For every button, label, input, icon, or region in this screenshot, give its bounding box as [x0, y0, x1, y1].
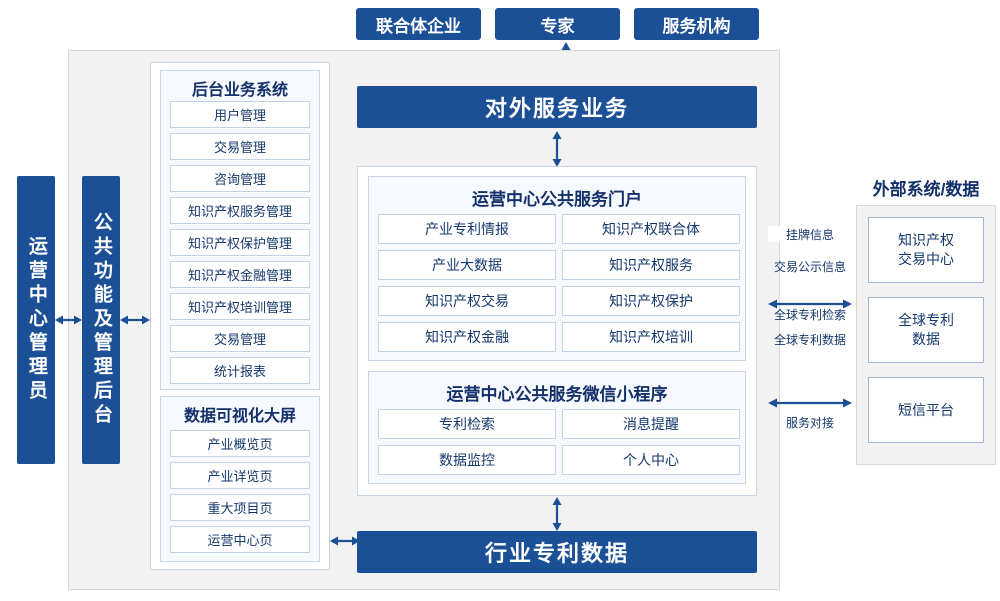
backend-item[interactable]: 用户管理 [170, 101, 310, 128]
top-entity-label: 联合体企业 [376, 16, 461, 36]
vertical-bar-label: 公共功能及管理后台 [90, 212, 112, 428]
backend-business-system-title: 后台业务系统 [191, 82, 288, 99]
backend-item[interactable]: 统计报表 [170, 357, 310, 384]
vertical-bar-label: 运营中心管理员 [25, 236, 47, 404]
backend-item[interactable]: 知识产权服务管理 [170, 197, 310, 224]
external-link-label: 全球专利数据 [773, 332, 846, 347]
top-entity-label: 服务机构 [662, 16, 731, 36]
data-visualization-title: 数据可视化大屏 [183, 408, 296, 425]
portal-item[interactable]: 产业专利情报 [378, 214, 556, 244]
external-link-label: 服务对接 [785, 415, 834, 430]
portal-item[interactable]: 知识产权联合体 [562, 214, 740, 244]
portal-item[interactable]: 知识产权交易 [378, 286, 556, 316]
visualization-item[interactable]: 重大项目页 [170, 494, 310, 521]
backend-item[interactable]: 咨询管理 [170, 165, 310, 192]
portal-item[interactable]: 知识产权服务 [562, 250, 740, 280]
external-link-arrow-icon-3 [768, 398, 852, 408]
backend-item[interactable]: 知识产权保护管理 [170, 229, 310, 256]
external-link-arrow-icon-2 [768, 299, 852, 309]
common-to-backend-arrow-icon [120, 315, 150, 325]
backend-item[interactable]: 知识产权培训管理 [170, 293, 310, 320]
visualization-to-industry-data-arrow-icon [330, 536, 360, 546]
portal-item[interactable]: 知识产权金融 [378, 322, 556, 352]
backend-item[interactable]: 交易管理 [170, 133, 310, 160]
miniprogram-item[interactable]: 专利检索 [378, 409, 556, 439]
portal-item[interactable]: 知识产权培训 [562, 322, 740, 352]
wechat-miniprogram-title: 运营中心公共服务微信小程序 [446, 384, 668, 404]
backend-item[interactable]: 交易管理 [170, 325, 310, 352]
external-link-label: 交易公示信息 [773, 259, 846, 274]
external-link-label: 挂牌信息 [768, 226, 852, 242]
vertical-bar-common-functions[interactable]: 公共功能及管理后台 [82, 176, 120, 464]
miniprogram-item[interactable]: 消息提醒 [562, 409, 740, 439]
external-system-item[interactable]: 全球专利 数据 [868, 297, 984, 363]
external-systems-title: 外部系统/数据 [872, 179, 980, 199]
top-entity-chip-2[interactable]: 专家 [495, 8, 620, 40]
miniprogram-item[interactable]: 数据监控 [378, 445, 556, 475]
public-service-portal-title: 运营中心公共服务门户 [472, 189, 642, 209]
top-entity-label: 专家 [540, 16, 575, 36]
miniprogram-item[interactable]: 个人中心 [562, 445, 740, 475]
backend-item[interactable]: 知识产权金融管理 [170, 261, 310, 288]
industry-patent-data-bar[interactable]: 行业专利数据 [357, 531, 757, 573]
external-system-item[interactable]: 短信平台 [868, 377, 984, 443]
portal-to-industry-data-arrow-icon [552, 497, 562, 531]
visualization-item[interactable]: 产业详览页 [170, 462, 310, 489]
portal-item[interactable]: 知识产权保护 [562, 286, 740, 316]
admin-to-backend-arrow-icon [55, 315, 82, 325]
visualization-item[interactable]: 运营中心页 [170, 526, 310, 553]
portal-item[interactable]: 产业大数据 [378, 250, 556, 280]
service-to-portal-arrow-icon [552, 131, 562, 167]
top-entity-chip-3[interactable]: 服务机构 [634, 8, 759, 40]
vertical-bar-operations-admin[interactable]: 运营中心管理员 [17, 176, 55, 464]
external-link-label: 全球专利检索 [773, 307, 846, 322]
visualization-item[interactable]: 产业概览页 [170, 430, 310, 457]
external-service-bar[interactable]: 对外服务业务 [357, 86, 757, 128]
external-system-item[interactable]: 知识产权 交易中心 [868, 217, 984, 283]
top-entity-chip-1[interactable]: 联合体企业 [356, 8, 481, 40]
